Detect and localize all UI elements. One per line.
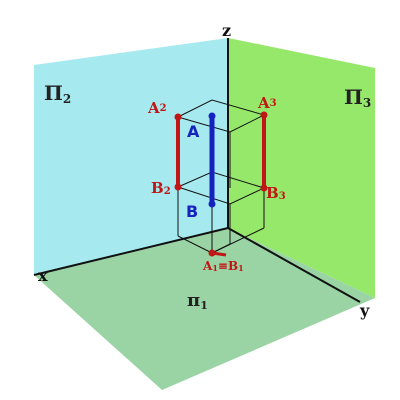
plane-label-pi1: π1 bbox=[187, 290, 208, 312]
point-a1b1 bbox=[208, 249, 216, 257]
label-a1b1: A1≡B1 bbox=[202, 259, 244, 273]
label-a2: A2 bbox=[147, 99, 167, 117]
point-b2 bbox=[174, 183, 182, 191]
label-a3: A3 bbox=[257, 94, 277, 112]
frontal-plane-pi2 bbox=[34, 38, 228, 275]
point-a bbox=[208, 112, 216, 120]
axis-label-y: y bbox=[359, 301, 370, 320]
plane-label-pi2: Π2 bbox=[44, 81, 71, 106]
point-a3 bbox=[260, 111, 268, 119]
label-b2: B2 bbox=[151, 179, 171, 197]
label-b3: B3 bbox=[266, 184, 286, 202]
y-axis bbox=[227, 227, 361, 303]
axis-label-x: x bbox=[38, 266, 48, 285]
profile-plane-pi3 bbox=[228, 38, 375, 298]
label-a: A bbox=[187, 122, 200, 141]
label-b: B bbox=[186, 202, 198, 221]
plane-label-pi3: Π3 bbox=[344, 85, 371, 110]
point-b3 bbox=[260, 184, 268, 192]
axis-label-z: z bbox=[222, 21, 231, 40]
horizontal-plane-pi1 bbox=[34, 228, 375, 390]
point-a2 bbox=[174, 113, 182, 121]
x-axis bbox=[33, 227, 229, 276]
point-b bbox=[208, 200, 216, 208]
